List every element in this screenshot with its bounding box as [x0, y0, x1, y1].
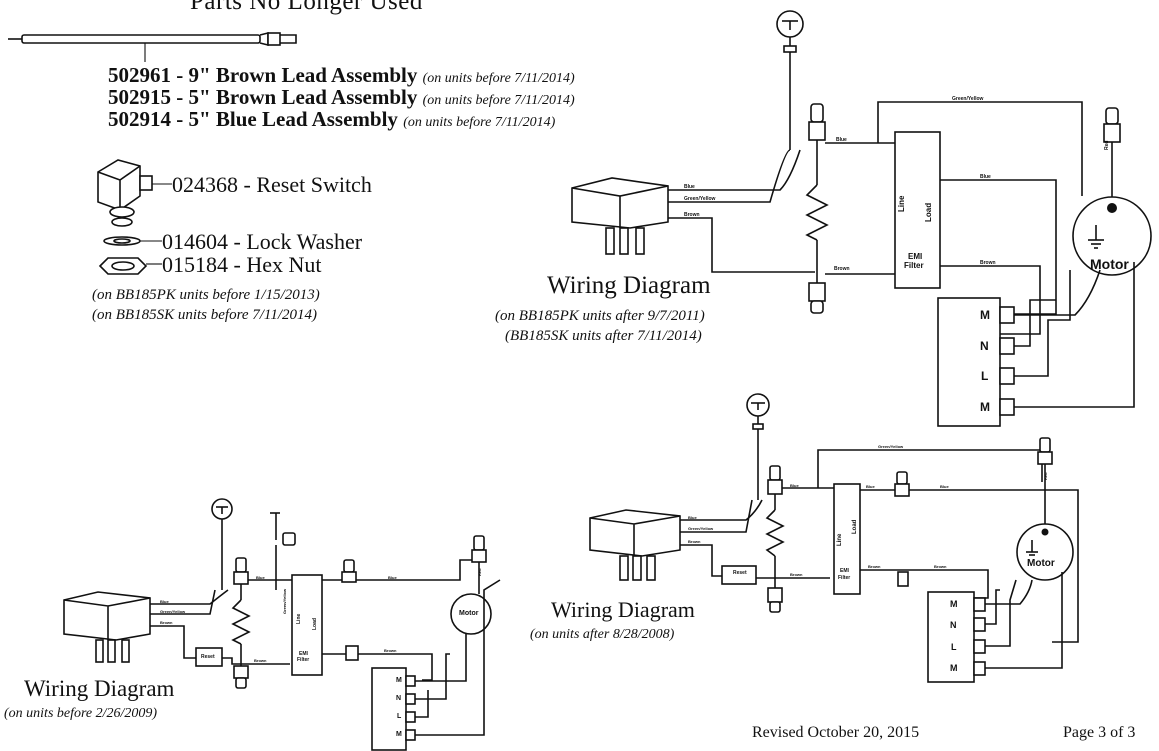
wire-label-red: Red [1043, 472, 1048, 480]
part-502915: 502915 - 5" Brown Lead Assembly (on unit… [108, 86, 575, 112]
part-502914: 502914 - 5" Blue Lead Assembly (on units… [108, 108, 555, 134]
filter-line-label: Line [897, 195, 906, 212]
terminal-l: L [951, 642, 957, 652]
wire-label-green-yellow-2: Green/Yellow [282, 588, 287, 614]
part-description: - 5" Blue Lead Assembly [171, 107, 404, 131]
components-note-sk: (on BB185SK units before 7/11/2014) [92, 307, 317, 323]
wire-label-blue-2: Blue [836, 137, 847, 143]
components-note-pk: (on BB185PK units before 1/15/2013) [92, 287, 320, 303]
terminal-m1: M [980, 308, 990, 322]
wiring-diagram-before-2009 [63, 498, 501, 751]
diagram-a-note-pk: (on BB185PK units after 9/7/2011) [495, 308, 705, 324]
wire-label-blue-3: Blue [388, 575, 397, 580]
diagram-c-note: (on units after 8/28/2008) [530, 627, 675, 642]
filter-line-label: Line [296, 613, 302, 624]
terminal-m2: M [980, 400, 990, 414]
wire-label-brown: Brown [160, 620, 173, 625]
wire-label-brown-3: Brown [254, 658, 267, 663]
motor-label: Motor [1027, 558, 1055, 569]
wire-label-blue: Blue [160, 599, 169, 604]
wire-label-brown-3: Brown [934, 564, 947, 569]
filter-load-label: Load [312, 618, 318, 630]
terminal-l: L [397, 713, 402, 720]
filter-filter-label: Filter [838, 575, 851, 581]
revision-date: Revised October 20, 2015 [752, 724, 920, 741]
wire-label-blue-3: Blue [866, 484, 875, 489]
part-number: 502915 [108, 85, 171, 109]
reset-switch-drawing [97, 159, 172, 227]
wire-label-blue-3: Blue [980, 174, 991, 180]
wire-label-green-yellow-2: Green/Yellow [952, 96, 984, 102]
terminal-m2: M [950, 663, 958, 673]
reset-label: Reset [201, 654, 215, 660]
lock-washer-label: 014604 - Lock Washer [162, 229, 363, 254]
diagram-a-note-sk: (BB185SK units after 7/11/2014) [505, 328, 702, 344]
part-number: 502961 [108, 63, 171, 87]
filter-emi-label: EMI [840, 568, 849, 574]
filter-load-label: Load [852, 519, 858, 534]
diagram-b-note: (on units before 2/26/2009) [4, 706, 158, 721]
part-note: (on units before 7/11/2014) [422, 71, 575, 86]
page-number: Page 3 of 3 [1063, 724, 1136, 741]
hex-nut-label: 015184 - Hex Nut [162, 252, 322, 277]
terminal-m1: M [396, 677, 402, 684]
diagram-a-title: Wiring Diagram [547, 272, 711, 299]
filter-load-label: Load [924, 202, 933, 222]
hex-nut-drawing [98, 257, 162, 275]
lock-washer-drawing [103, 236, 162, 246]
terminal-m1: M [950, 599, 958, 609]
part-description: - 9" Brown Lead Assembly [171, 63, 423, 87]
motor-label: Motor [1090, 256, 1129, 272]
wire-label-brown-2: Brown [834, 266, 850, 272]
wire-label-green-yellow: Green/Yellow [688, 526, 714, 531]
reset-label: Reset [733, 570, 747, 576]
terminal-n: N [396, 695, 402, 702]
terminal-n: N [980, 339, 989, 353]
part-502961: 502961 - 9" Brown Lead Assembly (on unit… [108, 64, 575, 90]
wiring-diagram-after-2011 [571, 10, 1152, 427]
terminal-l: L [981, 369, 989, 383]
wire-label-blue-2: Blue [256, 575, 265, 580]
wire-label-green-yellow-2: Green/Yellow [878, 444, 904, 449]
wire-label-brown: Brown [684, 212, 700, 218]
wiring-diagram-after-2008 [589, 393, 1079, 683]
wire-label-brown-3: Brown [980, 260, 996, 266]
filter-emi-label: EMI [299, 651, 308, 657]
wire-label-blue-2: Blue [790, 483, 799, 488]
filter-filter-label: Filter [297, 657, 310, 663]
diagram-c-title: Wiring Diagram [551, 597, 695, 622]
part-note: (on units before 7/11/2014) [422, 93, 575, 108]
wire-label-brown: Brown [688, 539, 701, 544]
wire-label-blue: Blue [684, 184, 695, 190]
filter-line-label: Line [837, 533, 843, 546]
wire-label-green-yellow: Green/Yellow [160, 609, 186, 614]
wire-label-blue: Blue [688, 515, 697, 520]
part-description: - 5" Brown Lead Assembly [171, 85, 423, 109]
part-number: 502914 [108, 107, 171, 131]
motor-label: Motor [459, 610, 479, 617]
diagram-b-title: Wiring Diagram [24, 676, 175, 701]
terminal-m2: M [396, 731, 402, 738]
wire-label-brown-4: Brown [790, 572, 803, 577]
wire-label-brown-2: Brown [384, 648, 397, 653]
reset-switch-label: 024368 - Reset Switch [172, 172, 372, 197]
wire-label-red: Red [477, 568, 482, 576]
wire-label-blue-4: Blue [940, 484, 949, 489]
lead-assembly-drawing [8, 31, 297, 62]
filter-filter-label: Filter [904, 261, 924, 270]
part-note: (on units before 7/11/2014) [403, 115, 556, 130]
wire-label-brown-2: Brown [868, 564, 881, 569]
filter-emi-label: EMI [908, 252, 923, 261]
terminal-n: N [950, 620, 957, 630]
wire-label-green-yellow: Green/Yellow [684, 196, 716, 202]
page-header: Parts No Longer Used [190, 0, 423, 15]
wire-label-red: Red [1104, 140, 1110, 150]
